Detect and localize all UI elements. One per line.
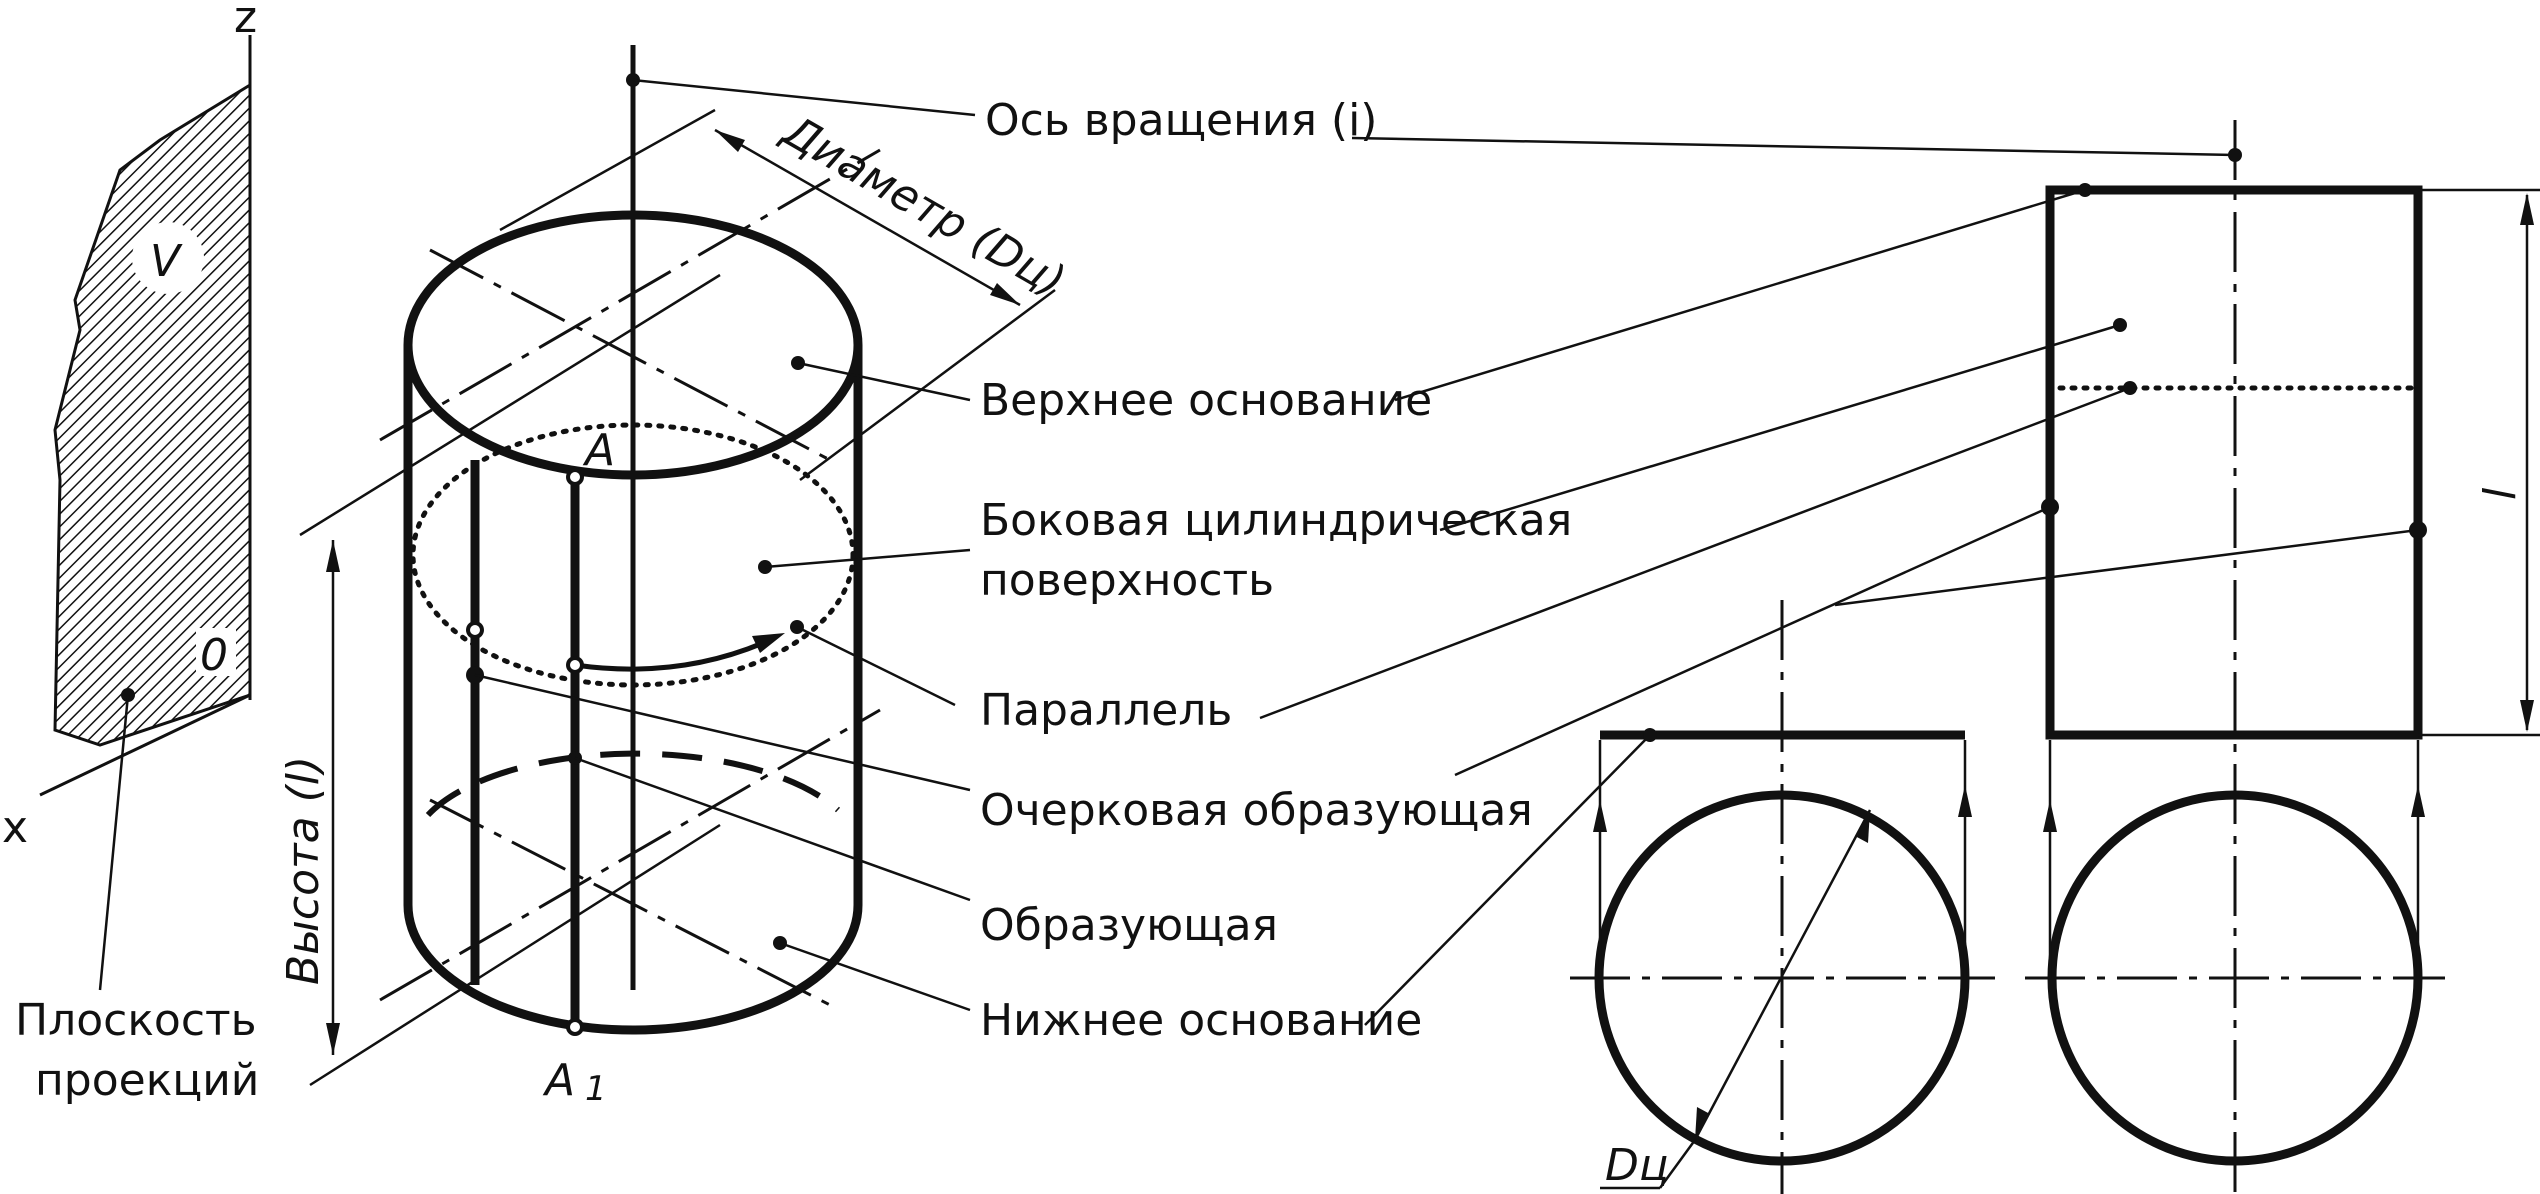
lower-base-front [403, 904, 863, 1035]
front-view: l [2041, 120, 2540, 1194]
front-top-dot [2078, 183, 2092, 197]
plane-leader-dot [121, 688, 135, 702]
outline-leader-left [474, 673, 971, 792]
lower-base-hidden [425, 750, 841, 818]
top-diag-1 [429, 248, 831, 462]
diameter-dim-line [714, 128, 1021, 307]
top-diag-2 [379, 148, 881, 442]
height-ext-top [299, 273, 721, 537]
diameter-arrow-1 [715, 130, 745, 152]
lower-base-leader-left [779, 941, 971, 1012]
lower-base-label: Нижнее основание [980, 995, 1422, 1046]
bottom-diag-2 [379, 708, 881, 1002]
point-parallel-left [466, 621, 484, 639]
diameter-ext-1 [499, 108, 716, 232]
generatrix-leader [574, 756, 971, 902]
height-ext-bottom [309, 823, 721, 1087]
right-view-arrow-left [2043, 800, 2057, 832]
lateral-leader-right [1439, 323, 2121, 532]
z-axis-label: z [234, 0, 257, 43]
left-view-top-dot [1643, 728, 1657, 742]
plane-leader-line [98, 694, 130, 991]
lateral-leader-left [764, 548, 971, 569]
l-arrow-bottom [2520, 700, 2534, 732]
upper-base-leader-left [797, 361, 971, 402]
dim-d-label: Dц [1605, 1140, 1669, 1191]
rotation-arrow [574, 637, 772, 672]
plane-label-line1: Плоскость [15, 995, 257, 1046]
upper-base-leader-right [1394, 188, 2086, 402]
plane-label-line2: проекций [35, 1055, 259, 1106]
diameter-circle-arrow-2 [1695, 1107, 1710, 1140]
diameter-circle-leader [1658, 1139, 1697, 1189]
parallel-ellipse [410, 422, 856, 688]
upper-base-label: Верхнее основание [980, 375, 1432, 426]
height-label: Высота (l) [278, 756, 329, 985]
diameter-dim-circle [1693, 809, 1872, 1141]
parallel-label: Параллель [980, 685, 1232, 736]
lower-base-leader-right [1364, 734, 1651, 1026]
point-a [566, 468, 584, 486]
point-a1-subscript: 1 [585, 1069, 607, 1109]
generatrix-label: Образующая [980, 900, 1278, 951]
x-axis-line [39, 693, 251, 797]
front-parallel-dot [2123, 381, 2137, 395]
axis-leader-right [1351, 136, 2236, 157]
front-left-outline-dot [2041, 498, 2059, 516]
front-axis-dot [2228, 148, 2242, 162]
l-arrow-top [2520, 193, 2534, 225]
outline-generatrix-label: Очерковая образующая [980, 785, 1533, 836]
origin-label-bg [196, 628, 236, 676]
front-right-outline-dot [2409, 521, 2427, 539]
origin-label: 0 [200, 630, 228, 681]
top-views: Dц [1570, 600, 2445, 1194]
left-view-arrow-left [1593, 800, 1607, 832]
plane-v-label: V [150, 236, 183, 287]
dim-l-label: l [2475, 487, 2526, 500]
point-a1-label: A [542, 1055, 575, 1106]
height-arrow-bottom [326, 1023, 340, 1055]
v-label-circle [132, 222, 204, 294]
rotation-axis-label: Ось вращения (i) [985, 95, 1377, 146]
diameter-arrow-2 [990, 283, 1020, 305]
projection-plane: V 0 z x Плоскость проекций [2, 0, 259, 1106]
front-lateral-dot [2113, 318, 2127, 332]
diameter-circle-arrow-1 [1855, 810, 1870, 843]
outline-leader-right [1454, 505, 2051, 777]
front-view-rect [2045, 185, 2423, 740]
left-view-arrow-right [1958, 785, 1972, 817]
axis-leader-left [632, 78, 976, 117]
point-parallel-generatrix [566, 656, 584, 674]
right-view-arrow-right [2411, 785, 2425, 817]
bottom-diag-1 [429, 798, 831, 1007]
lateral-label-line2: поверхность [980, 555, 1274, 606]
diameter-ext-2 [799, 288, 1056, 482]
parallel-leader-left [796, 625, 956, 707]
height-arrow-top [326, 540, 340, 572]
point-a-label: A [582, 425, 615, 476]
rotation-arrowhead [752, 633, 785, 653]
parallel-leader-right [1259, 386, 2131, 720]
callouts: Ось вращения (i) Верхнее основание Боков… [474, 78, 2419, 1046]
x-axis-label: x [2, 802, 28, 853]
outline-leader-right-2 [1834, 528, 2419, 607]
cylinder-3d: Диаметр (Dц) Высота (l) A A 1 [278, 45, 1074, 1109]
lateral-label-line1: Боковая цилиндрическая [980, 495, 1572, 546]
point-a1 [566, 1018, 584, 1036]
